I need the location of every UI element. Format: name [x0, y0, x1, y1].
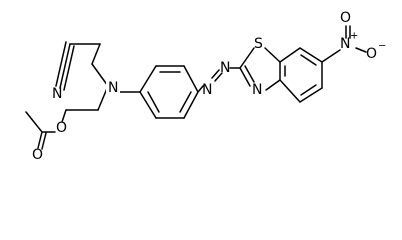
bond-s-c7a — [264, 47, 281, 63]
bond-nitro-o-right — [355, 47, 367, 53]
bond-bz-5 — [279, 79, 301, 103]
atom-labels: N N O O N N S N N + O O − — [32, 10, 386, 163]
bond-ph-azo — [197, 85, 204, 93]
atom-nitro-o-right: O — [366, 46, 377, 62]
bond-bz-inner-2 — [300, 84, 317, 96]
bond-cn-2 — [55, 41, 67, 87]
bond-c6-o-2 — [41, 132, 47, 150]
bond-ph-6 — [139, 91, 157, 119]
bond-ph-4 — [183, 91, 199, 119]
bond-c6-c7 — [25, 111, 43, 133]
bond-c6-nitro — [321, 49, 341, 63]
bond-n-c1 — [91, 63, 109, 87]
bond-azo-1 — [211, 69, 220, 79]
bond-c2-n-2 — [244, 65, 255, 83]
atom-nitro-o-top: O — [340, 10, 351, 26]
bond-n-c3a — [265, 79, 281, 91]
atom-azo-n1: N — [202, 82, 212, 98]
bond-bz-inner-1 — [300, 54, 317, 66]
bond-bz-1 — [279, 47, 301, 63]
bond-cn-3 — [63, 45, 75, 91]
bond-c2-s — [239, 47, 255, 69]
bond-ph-3 — [183, 65, 199, 93]
bond-bz-4 — [299, 87, 323, 103]
atom-nitro-n-charge: + — [350, 31, 358, 42]
bond-c2-n-1 — [239, 67, 251, 87]
bonds — [25, 25, 367, 150]
atom-nitro-o-charge: − — [378, 41, 386, 52]
bond-ph-1 — [139, 65, 157, 93]
atom-azo-n2: N — [220, 60, 230, 76]
bond-azo-2 — [214, 72, 223, 82]
atom-ester-o: O — [56, 120, 67, 136]
bond-cn-1 — [59, 43, 71, 89]
molecule-structure: N N O O N N S N N + O O − — [25, 10, 386, 163]
bond-ph-inner-3 — [147, 91, 160, 113]
atom-nitrile-n: N — [52, 86, 62, 102]
bond-c5-o — [61, 109, 67, 123]
bond-bz-2 — [299, 47, 323, 63]
bond-c6-o-1 — [37, 131, 43, 149]
atom-nitro-n: N — [340, 36, 350, 52]
bond-ph-inner-2 — [179, 91, 192, 113]
atom-thiazole-s: S — [254, 36, 263, 52]
atom-amine-n: N — [108, 80, 118, 96]
atom-thiazole-n: N — [252, 82, 262, 98]
atom-carbonyl-o: O — [32, 147, 43, 163]
bond-c1-c2 — [91, 43, 101, 65]
